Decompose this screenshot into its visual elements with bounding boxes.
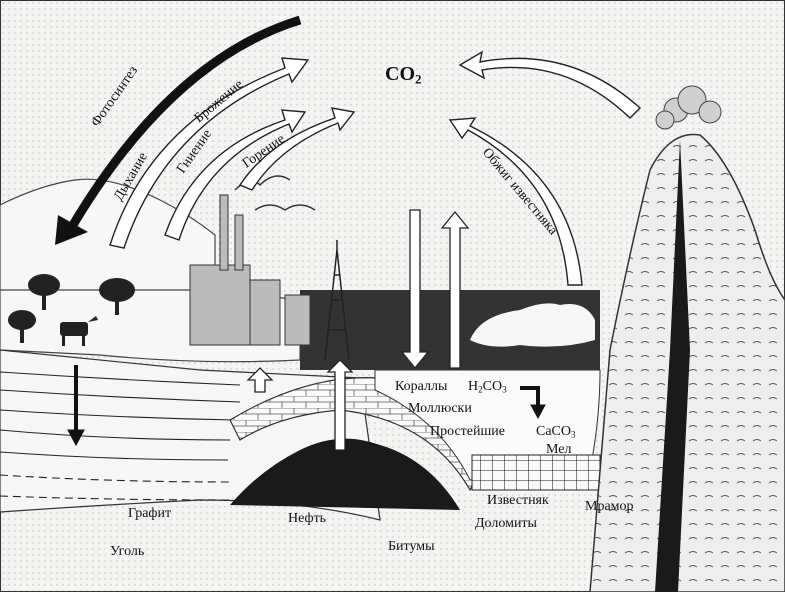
sea-up-arrow [440, 210, 470, 369]
oil-derrick-icon [324, 240, 350, 361]
sea-cloud [470, 303, 595, 347]
hill-left [0, 178, 216, 301]
calcium-carbonate-label: CaCO3 [536, 424, 576, 440]
marble-label: Мрамор [585, 499, 634, 514]
combustion-arrow [238, 107, 356, 191]
graphite-label: Графит [128, 506, 172, 521]
mollusks-label: Моллюски [408, 401, 472, 416]
protozoa-label: Простейшие [430, 424, 505, 439]
chalk-label: Мел [546, 442, 572, 457]
sediment-lines [0, 371, 241, 501]
animal-icon [60, 316, 98, 346]
coal-label: Уголь [110, 544, 145, 559]
photosynthesis-arrow [66, 15, 302, 233]
corals-label: Кораллы [395, 379, 448, 394]
sea-down-arrow [400, 209, 430, 370]
marine-basin [374, 369, 601, 481]
co2-title: CO2 [385, 63, 422, 87]
tree-icon [8, 310, 36, 343]
oil-up-arrow [326, 359, 354, 451]
factory-icon [189, 194, 311, 346]
emission-arrows [109, 50, 642, 286]
carbonic-acid-label: H2CO3 [468, 379, 507, 395]
carbonate-arrow [520, 386, 540, 408]
oil-deposit [230, 438, 460, 510]
factory-smoke-2 [254, 204, 316, 211]
decay-arrow [164, 109, 307, 241]
limestone-grid [471, 454, 601, 491]
limestone-burning-arrow [448, 117, 583, 286]
tree-icon [99, 278, 135, 315]
exchange-arrows [246, 209, 470, 451]
tree-icon [28, 274, 60, 310]
tree-icons [8, 274, 135, 343]
volcano-smoke [655, 85, 722, 130]
coal-down-arrowhead [67, 429, 85, 447]
limestone-label: Известняк [487, 493, 549, 508]
carbonate-arrowhead [530, 404, 546, 420]
dolomites-label: Доломиты [475, 516, 537, 531]
bitumen-label: Битумы [388, 539, 435, 554]
volcano-arrow [458, 50, 642, 119]
oil-label: Нефть [288, 511, 327, 526]
volcano-vent [655, 140, 690, 592]
photosynthesis-arrowhead [55, 215, 88, 245]
sink-arrows [67, 365, 546, 447]
respiration-arrow [109, 57, 310, 249]
land-up-arrow [246, 367, 274, 393]
